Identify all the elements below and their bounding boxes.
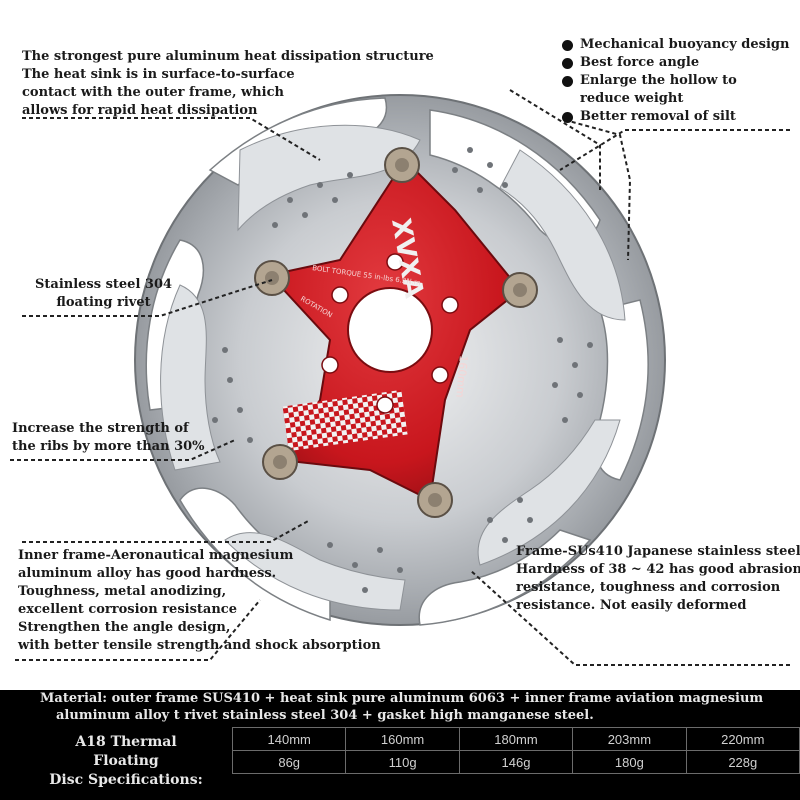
inner-frame-callout: Inner frame-Aeronautical magnesium alumi… [18,547,381,655]
frame-callout-line: resistance, toughness and corrosion [516,580,781,595]
feature-bullet: Mechanical buoyancy design [560,36,789,54]
weight-cell: 110g [345,750,460,774]
inner-frame-callout-line: Toughness, metal anodizing, [18,584,227,599]
callout-leader-lines [10,89,790,666]
frame-callout-line: Hardness of 38 ~ 42 has good abrasion [516,562,800,577]
heat-sink-callout-line: The heat sink is in surface-to-surface [22,67,295,82]
bullet-dot-icon [562,112,573,123]
weight-cell: 228g [685,750,800,774]
table-row-sizes: 140mm 160mm 180mm 203mm 220mm [231,727,800,751]
feature-bullet: Best force angle [560,54,789,72]
inner-frame-callout-line: aluminum alloy has good hardness. [18,566,277,581]
feature-bullet-list: Mechanical buoyancy design Best force an… [560,36,789,126]
heat-sink-fins [160,124,626,611]
heat-sink-callout-line: The strongest pure aluminum heat dissipa… [22,49,434,64]
weight-cell: 180g [572,750,687,774]
bullet-dot-icon [562,40,573,51]
size-mark-text: 160mm [453,355,470,398]
spec-label-line: Disc Specifications: [49,772,203,788]
inner-frame-callout-line: Inner frame-Aeronautical magnesium [18,548,294,563]
disc-rotor-illustration: XVXA BOLT TORQUE 55 in-lbs 6.2N.m ROTATI… [10,89,790,666]
weight-cell: 86g [231,750,347,774]
mounting-bolt-holes [321,253,459,414]
inner-frame-callout-line: excellent corrosion resistance [18,602,237,617]
product-image: XVXA BOLT TORQUE 55 in-lbs 6.2N.m ROTATI… [10,36,800,666]
spec-table-wrapper: 140mm 160mm 180mm 203mm 220mm 86g 110g 1… [231,727,800,774]
ribs-callout-line: the ribs by more than 30% [12,439,205,454]
heat-sink-callout-line: contact with the outer frame, which [22,85,284,100]
ribs-callout-line: Increase the strength of [12,421,189,436]
heat-sink-callout: The strongest pure aluminum heat dissipa… [22,48,434,120]
ribs-callout: Increase the strength of the ribs by mor… [12,420,205,456]
spec-table: 140mm 160mm 180mm 203mm 220mm 86g 110g 1… [231,727,800,774]
inner-frame-callout-line: Strengthen the angle design, [18,620,231,635]
size-cell: 180mm [458,727,574,751]
size-cell: 220mm [685,727,800,751]
heat-sink-callout-line: allows for rapid heat dissipation [22,103,258,118]
rivet-callout-line: floating rivet [56,295,151,310]
feature-bullet: Better removal of silt [560,108,789,126]
floating-rivets [254,147,538,518]
feature-bullet-continuation: reduce weight [580,91,684,106]
material-line: aluminum alloy t rivet stainless steel 3… [56,708,594,723]
material-description: Material: outer frame SUS410 + heat sink… [40,690,800,724]
table-row-weights: 86g 110g 146g 180g 228g [231,750,800,774]
rivet-callout: Stainless steel 304 floating rivet [35,276,172,312]
feature-bullet: Enlarge the hollow to [560,72,789,90]
rotor-perforations [212,147,593,593]
frame-callout-line: Frame-SUs410 Japanese stainless steel [516,544,800,559]
bullet-dot-icon [562,76,573,87]
inner-frame-callout-line: with better tensile strength and shock a… [18,638,381,653]
size-cell: 160mm [345,727,460,751]
frame-callout-line: resistance. Not easily deformed [516,598,747,613]
material-line: Material: outer frame SUS410 + heat sink… [40,691,764,706]
center-bore [347,287,433,373]
frame-callout: Frame-SUs410 Japanese stainless steel Ha… [516,543,800,615]
weight-cell: 146g [458,750,574,774]
bullet-dot-icon [562,58,573,69]
spec-label-line: A18 Thermal Floating [75,734,177,769]
spec-label: A18 Thermal Floating Disc Specifications… [46,733,206,790]
size-cell: 140mm [231,727,347,751]
inner-frame-spider: XVXA BOLT TORQUE 55 in-lbs 6.2N.m ROTATI… [268,158,522,502]
size-cell: 203mm [572,727,687,751]
rivet-callout-line: Stainless steel 304 [35,277,173,292]
